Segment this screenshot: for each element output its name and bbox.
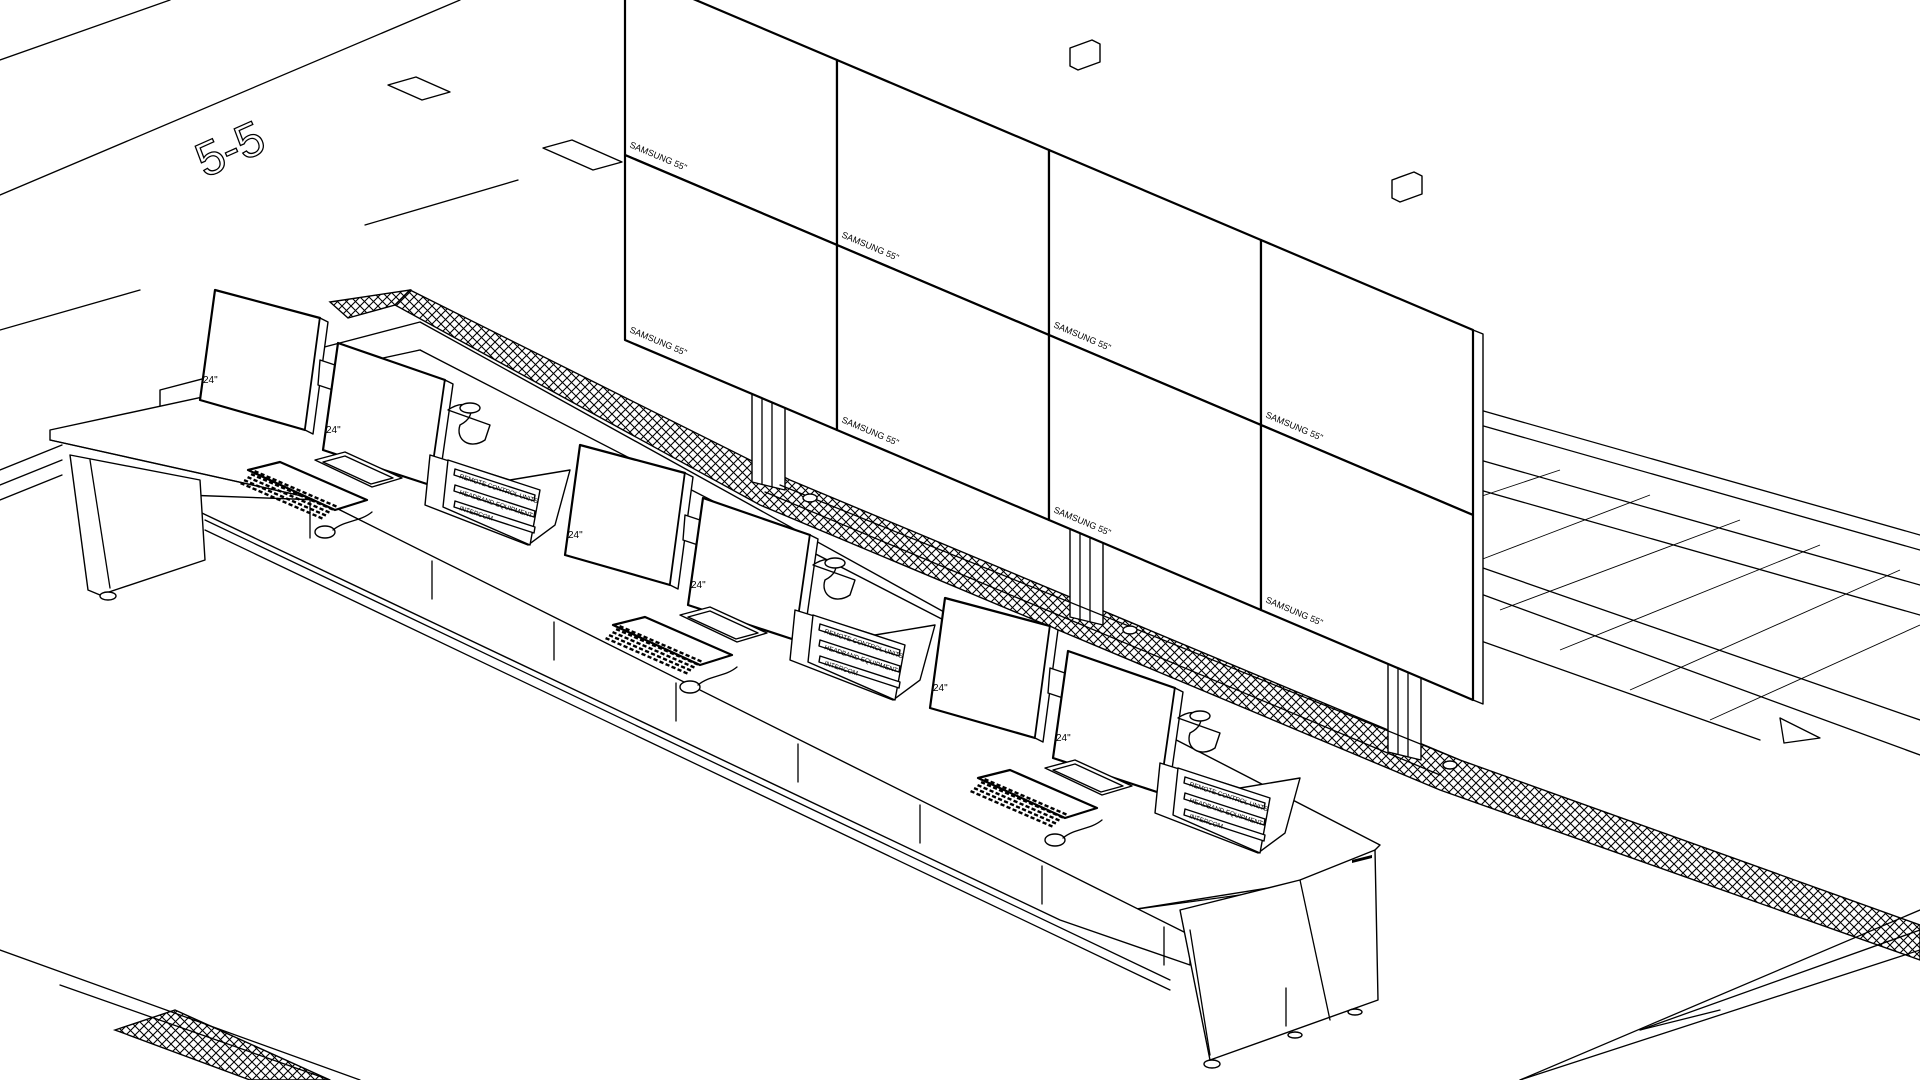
monitor-a: 24" <box>198 288 351 435</box>
keyboard <box>605 615 734 675</box>
keyboard <box>970 768 1099 828</box>
monitor-size-label: 24" <box>203 375 218 386</box>
monitor-size-label: 24" <box>691 580 706 591</box>
monitor-a: 24" <box>563 443 716 590</box>
monitor-arm <box>812 557 856 600</box>
video-wall-panel <box>1259 423 1475 702</box>
monitor-size-label: 24" <box>1056 733 1071 744</box>
monitor-arm <box>447 402 491 445</box>
keyboard <box>240 460 369 520</box>
monitor-size-label: 24" <box>933 683 948 694</box>
monitor-size-label: 24" <box>326 425 341 436</box>
video-wall: SAMSUNG 55"SAMSUNG 55"SAMSUNG 55"SAMSUNG… <box>623 0 1484 776</box>
monitor-size-label: 24" <box>568 530 583 541</box>
mouse <box>1044 819 1103 847</box>
monitor-arm <box>1177 710 1221 753</box>
video-wall-edge <box>1472 329 1484 705</box>
monitor-b: 24" <box>1051 649 1184 798</box>
mouse <box>314 511 373 539</box>
floor-marking-text: 5-5 <box>188 111 273 188</box>
mouse <box>679 666 738 694</box>
